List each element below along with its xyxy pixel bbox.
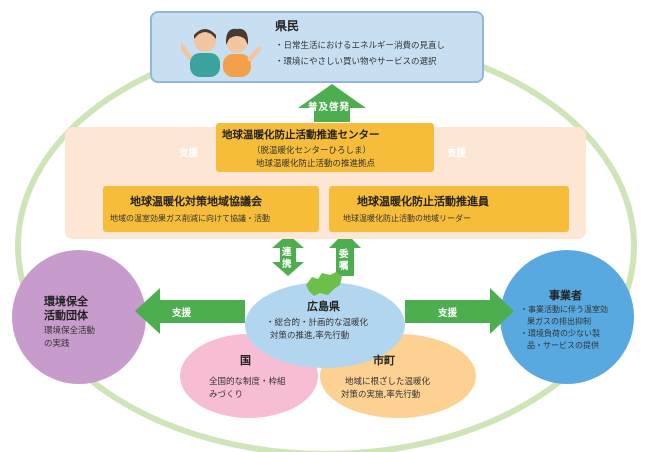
center-sub-2: 地球温暖化防止活動の推進拠点 — [256, 159, 376, 169]
promoter-title: 地球温暖化防止活動推進員 — [357, 195, 489, 208]
commission-label-2: 嘱 — [339, 261, 349, 272]
cooperation-arrow — [272, 234, 304, 276]
nation-title: 国 — [240, 354, 251, 367]
business-desc-1: ・事業活動に伴う温室効 — [520, 305, 608, 314]
commission-arrow — [329, 232, 361, 276]
center-title: 地球温暖化防止活動推進センター — [222, 129, 380, 141]
support-label-env-group: 支援 — [172, 308, 192, 319]
promoter-desc: 地球温暖化防止活動の地域リーダー — [343, 214, 471, 223]
prefecture-desc-2: 対策の推進,率先行動 — [270, 331, 350, 341]
city-desc-1: 地域に根ざした温暖化 — [345, 377, 431, 387]
support-label-right: 支援 — [447, 148, 467, 159]
commission-label-1: 委 — [339, 249, 349, 260]
cooperation-label-2: 携 — [282, 259, 292, 270]
center-box — [216, 123, 434, 172]
spread-arrow — [298, 84, 366, 122]
support-arrow-to-env-group — [135, 288, 245, 334]
center-sub-1: （脱温暖化センターひろしま） — [252, 146, 372, 156]
promoter-box — [329, 186, 569, 232]
env-group-desc-2: の実践 — [44, 339, 70, 349]
env-group-circle — [12, 250, 146, 384]
business-desc-2: 果ガスの排出抑制 — [527, 317, 591, 326]
support-label-business: 支援 — [438, 308, 458, 319]
business-desc-4: 品・サービスの提供 — [527, 341, 599, 350]
residents-item-1: ・日常生活におけるエネルギー消費の見直し — [275, 41, 446, 51]
council-desc: 地域の温室効果ガス削減に向けて協議・活動 — [110, 214, 270, 223]
city-desc-2: 対策の実施,率先行動 — [341, 390, 421, 400]
business-title: 事業者 — [549, 289, 582, 302]
residents-title: 県民 — [275, 19, 300, 33]
business-desc-3: ・環境負荷の少ない製 — [520, 329, 600, 338]
council-box — [103, 186, 319, 232]
residents-people-icon — [181, 28, 261, 77]
env-group-title-2: 活動団体 — [44, 309, 88, 322]
cooperation-label-1: 連 — [282, 247, 292, 258]
council-title: 地球温暖化対策地域協議会 — [130, 195, 262, 208]
hiroshima-map-icon — [306, 272, 342, 296]
prefecture-ellipse — [245, 282, 405, 368]
support-arrow-to-business — [405, 288, 514, 334]
business-circle — [500, 250, 634, 384]
residents-item-2: ・環境にやさしい買い物やサービスの選択 — [275, 57, 437, 67]
prefecture-title: 広島県 — [307, 300, 340, 313]
prefecture-desc-1: ・総合的・計画的な温暖化 — [266, 318, 369, 328]
city-title: 市町 — [373, 354, 395, 367]
env-group-title-1: 環境保全 — [44, 295, 88, 308]
support-label-left: 支援 — [179, 148, 199, 159]
nation-desc-2: みづくり — [209, 390, 244, 400]
nation-desc-1: 全国的な制度・枠組 — [209, 377, 286, 387]
env-group-desc-1: 環境保全活動 — [44, 326, 96, 336]
spread-label: 普及啓発 — [308, 102, 351, 113]
